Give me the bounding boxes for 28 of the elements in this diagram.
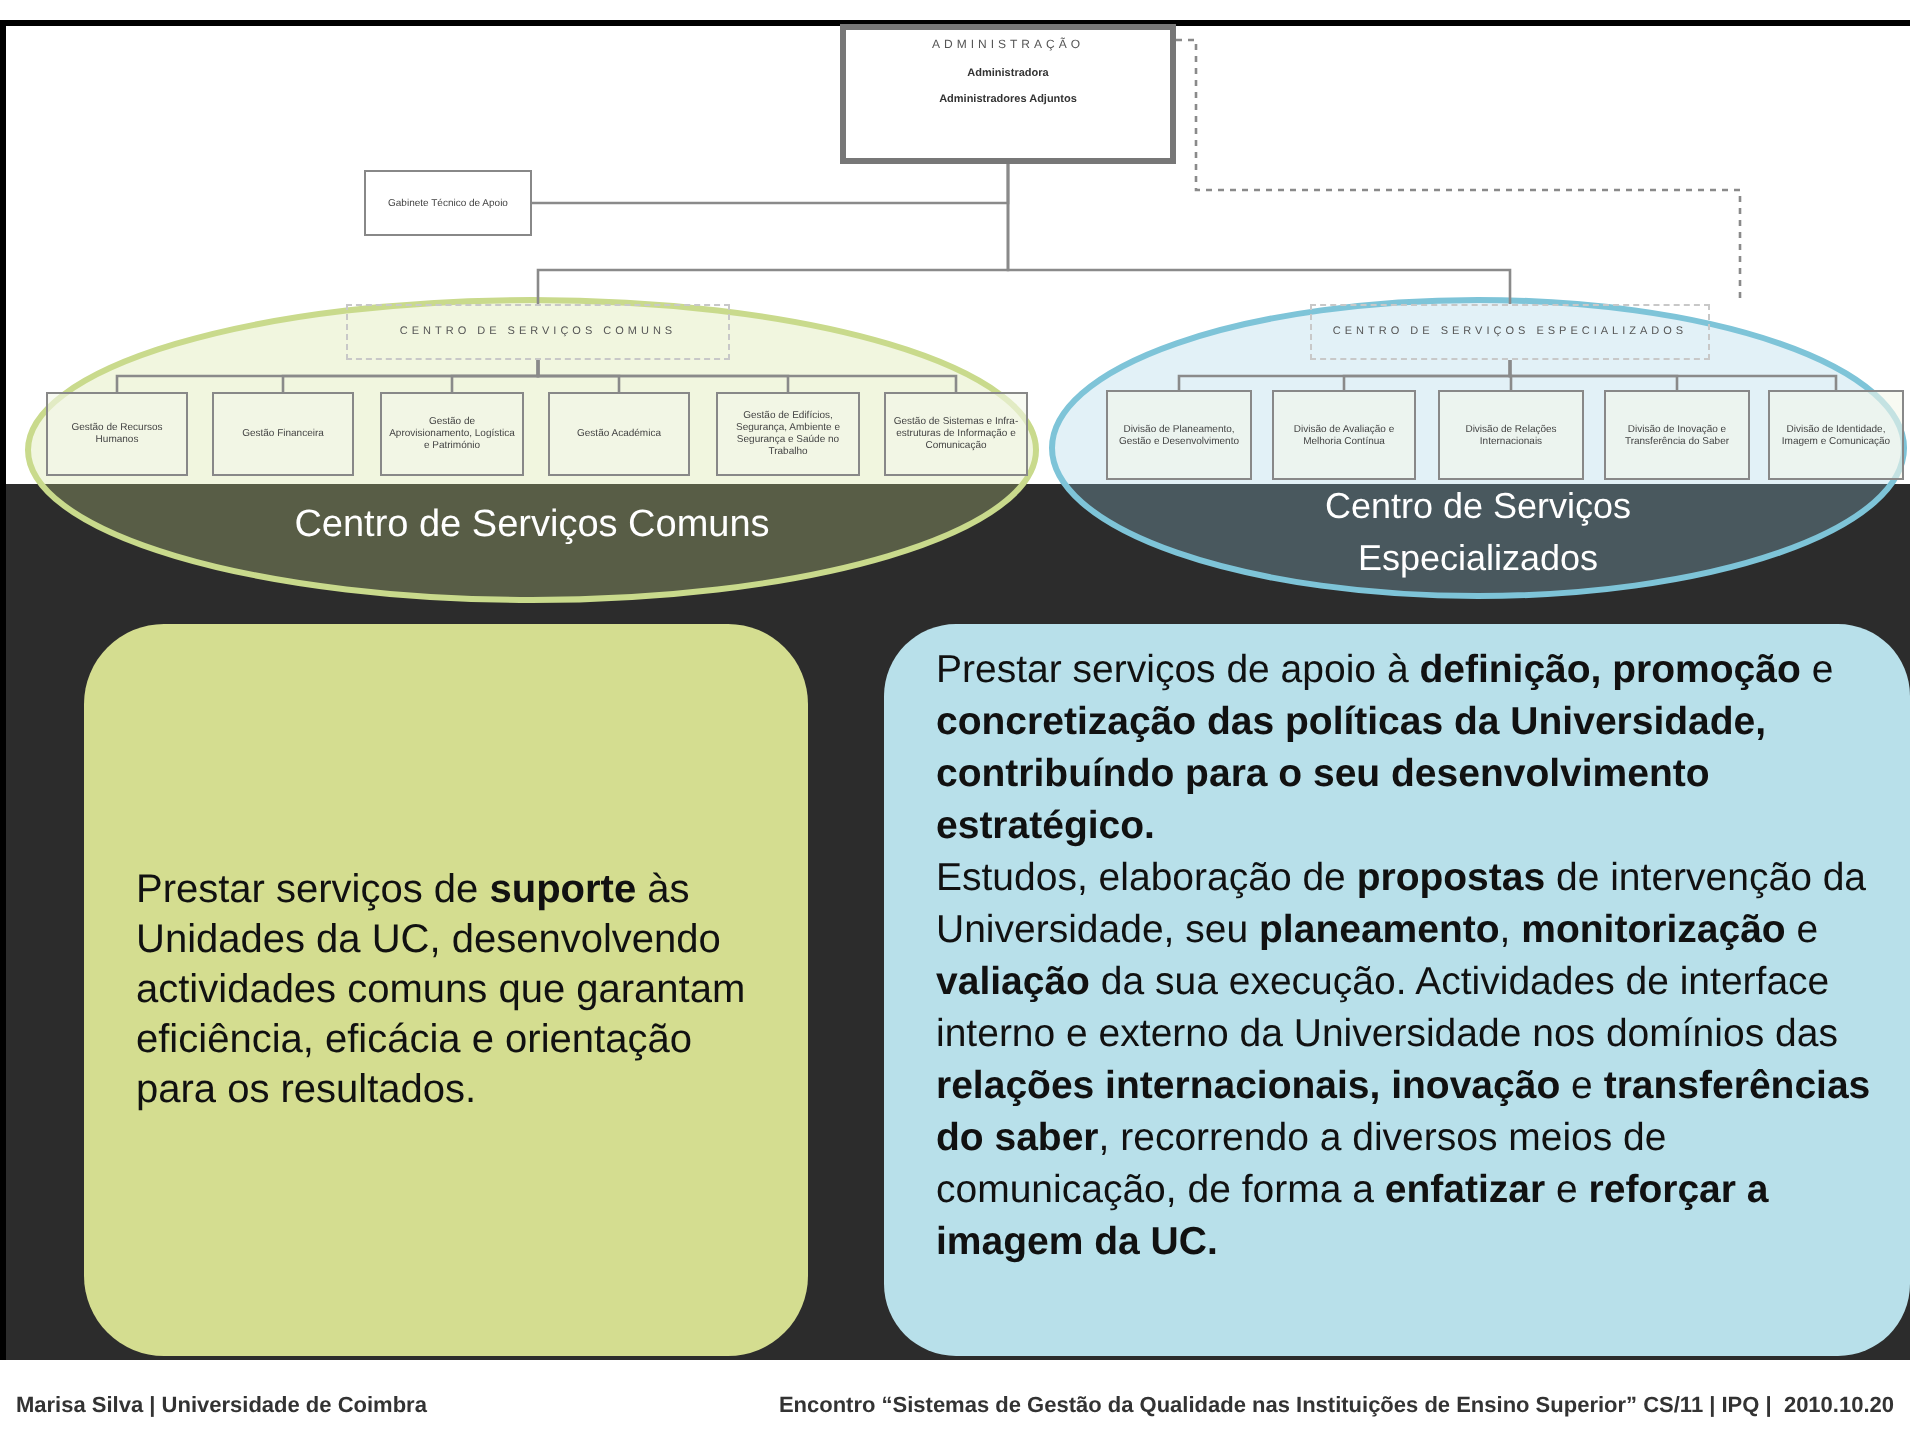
org-unit-box <box>46 392 188 476</box>
footer-text: Marisa Silva | Universidade de Coimbra <box>16 1392 427 1422</box>
connector-line <box>1508 360 1838 390</box>
description-panel <box>884 624 1910 1356</box>
description-text: Prestar serviços de suporte às Unidades da UC, desenvolvendo actividades comuns que garantam eficiência, eficácia e orientação para os resultados. <box>136 865 748 1115</box>
description-text: Prestar serviços de apoio à definição, promoção e concretização das políticas da Universidade, contribuíndo para o seu desenvolvimento estratégico. <box>936 646 1836 852</box>
org-unit-box <box>364 170 532 236</box>
connector-line <box>1006 164 1512 304</box>
org-unit-box <box>1272 390 1416 480</box>
center-header-box <box>346 304 730 360</box>
org-unit-box <box>380 392 524 476</box>
org-unit-box <box>716 392 860 476</box>
org-unit-box <box>1768 390 1904 480</box>
center-header-box <box>1310 304 1710 360</box>
org-unit-box <box>1438 390 1584 480</box>
org-unit-box <box>548 392 690 476</box>
ellipse-label: Centro de Serviços Comuns <box>294 502 770 550</box>
description-text: Estudos, elaboração de propostas de intervenção da Universidade, seu planeamento, monitorização e valiação da sua execução. Actividades de interface interno e externo da Universidade nos domínios das relações internacionais, inovação e transferências do saber, recorrendo a diversos meios de comunicação, de forma a enfatizar e reforçar a imagem da UC. <box>936 854 1873 1268</box>
org-unit-box <box>212 392 354 476</box>
org-unit-box <box>884 392 1028 476</box>
ellipse-label: Centro de Serviços Especializados <box>1322 484 1634 582</box>
org-unit-box <box>1604 390 1750 480</box>
description-panel <box>84 624 808 1356</box>
org-unit-box <box>1106 390 1252 480</box>
footer-text: Encontro “Sistemas de Gestão da Qualidade nas Instituições de Ensino Superior” CS/11 | IPQ | 2010.10.20 <box>778 1392 1894 1422</box>
connector-line <box>536 360 958 392</box>
connector-line <box>1176 38 1742 304</box>
org-box <box>840 24 1176 164</box>
